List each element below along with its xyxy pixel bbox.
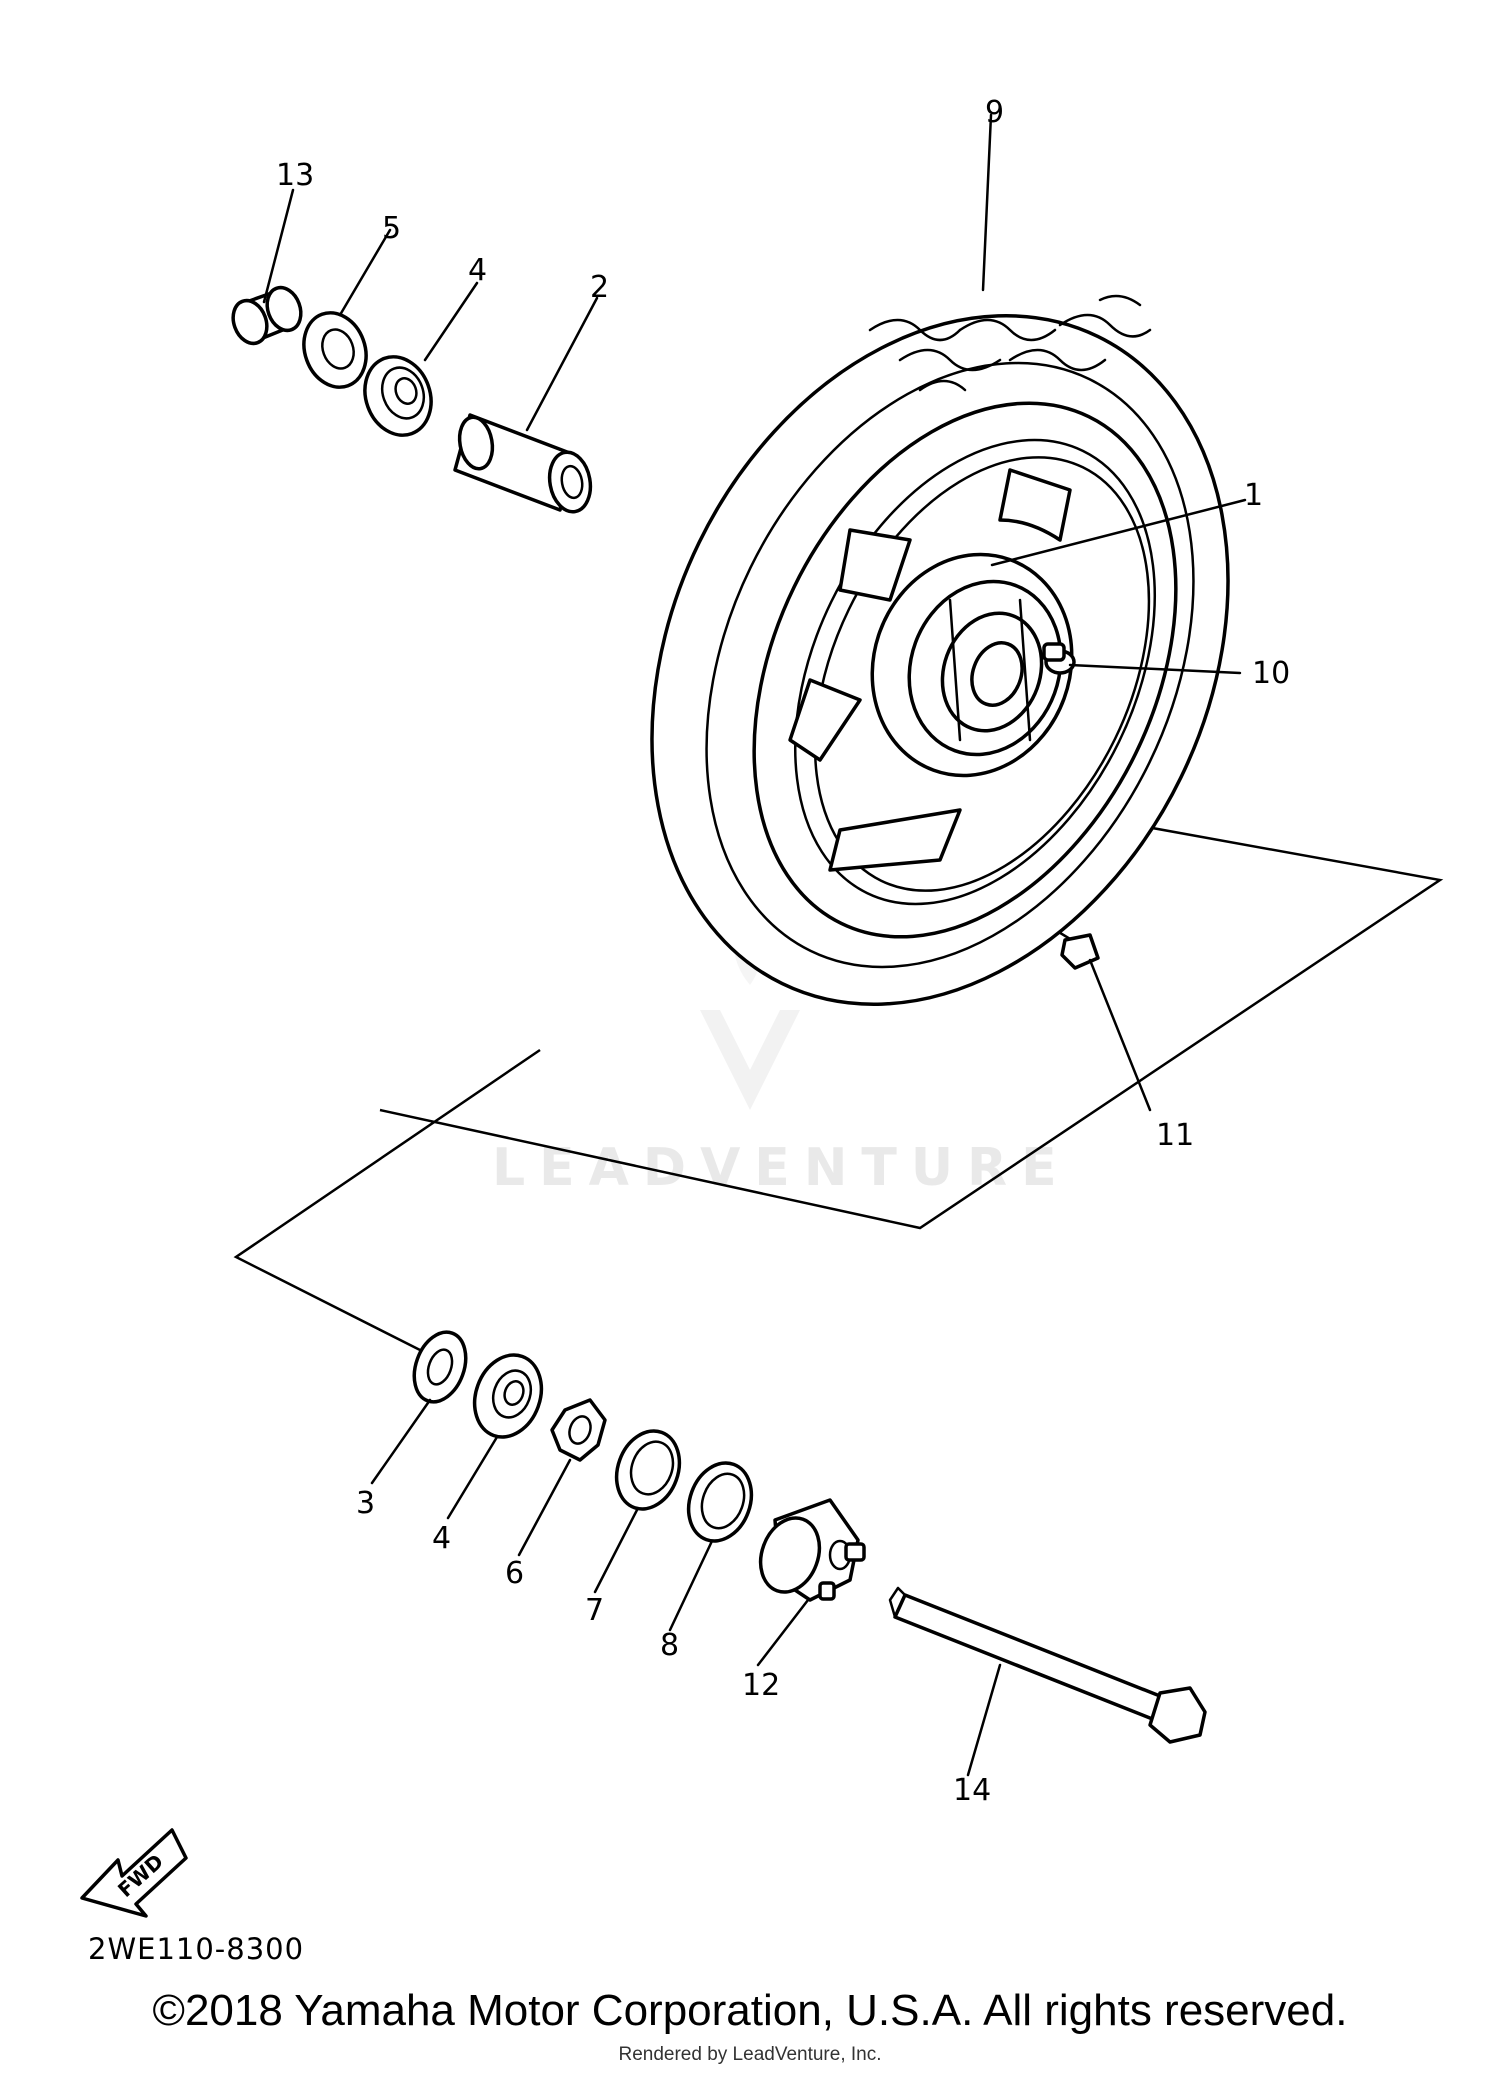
rim-inner [794,438,1156,906]
callout-13: 13 [276,158,314,193]
callout-12: 12 [742,1668,780,1703]
tread-pattern [868,294,1152,392]
tire-sidewall [705,361,1195,969]
wheel-assembly [650,294,1230,1006]
part-13-spacer [231,285,303,346]
callout-8: 8 [660,1628,679,1663]
forward-direction-arrow: FWD [80,1828,188,1918]
callout-4-upper: 4 [468,253,487,288]
diagram-code: 2WE110-8300 [88,1932,304,1966]
hub [870,552,1074,778]
callout-9: 9 [985,95,1004,130]
callout-5: 5 [382,211,401,246]
part-12-gear-unit [758,1498,866,1602]
balance-weight [1060,933,1100,970]
assembly-plane-outline [379,818,1444,1230]
copyright-notice: ©2018 Yamaha Motor Corporation, U.S.A. A… [152,1986,1348,2035]
callout-1: 1 [1244,478,1263,513]
part-4-bearing-lower [472,1353,544,1439]
part-5-oil-seal [302,311,368,389]
assembly-plane-outline-left [233,1048,541,1352]
part-4-bearing-upper [363,355,433,437]
callout-3: 3 [356,1486,375,1521]
part-7-collar [614,1429,682,1511]
callout-4-lower: 4 [432,1521,451,1556]
callout-7: 7 [585,1593,604,1628]
rim-inner-2 [813,456,1151,892]
part-3-oil-seal [412,1330,468,1404]
watermark-text: LEADVENTURE [492,1138,1071,1198]
part-6-meter-clutch [550,1398,607,1462]
callout-14: 14 [953,1773,991,1808]
callout-2: 2 [590,270,609,305]
callout-11: 11 [1156,1118,1194,1153]
part-2-spacer-collar [453,413,593,514]
part-14-axle [888,1586,1207,1744]
rendered-by-note: Rendered by LeadVenture, Inc. [618,2044,882,2065]
callout-10: 10 [1252,656,1290,691]
valve-stem [1042,642,1076,675]
callout-6: 6 [505,1556,524,1591]
leader-lines [262,113,1247,1777]
part-8-oil-seal [686,1461,754,1543]
wheel-spokes [788,468,1072,872]
